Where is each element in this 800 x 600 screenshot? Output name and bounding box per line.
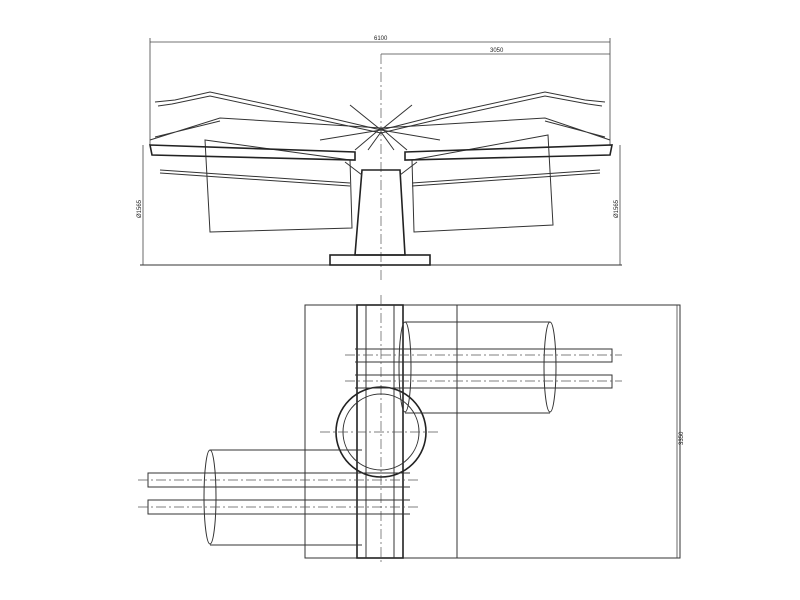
pillar bbox=[354, 169, 406, 256]
pillar-circle bbox=[335, 386, 427, 478]
left-cylinder bbox=[210, 449, 362, 546]
right-cylinder bbox=[405, 321, 550, 414]
base-plate bbox=[329, 254, 431, 266]
dimension-height-right: Ø1565 bbox=[614, 199, 620, 218]
dimension-depth-label: 3350 bbox=[679, 431, 685, 445]
left-beam bbox=[149, 144, 356, 161]
plan-main-beam bbox=[356, 304, 404, 559]
dimension-half-label: 3050 bbox=[490, 48, 504, 54]
left-panel bbox=[204, 139, 353, 233]
dimension-width-label: 6100 bbox=[374, 36, 388, 42]
right-panel bbox=[411, 134, 554, 233]
dimension-height-left: Ø1565 bbox=[137, 199, 143, 218]
right-wing bbox=[380, 91, 606, 134]
left-wing bbox=[154, 91, 382, 134]
plan-view: 3350 bbox=[138, 295, 685, 565]
plan-outline bbox=[304, 304, 681, 559]
elevation-view: 6100 3050 Ø1565 Ø1565 bbox=[137, 36, 622, 282]
right-beam bbox=[404, 144, 613, 161]
left-rods bbox=[147, 472, 410, 515]
right-rods bbox=[355, 348, 613, 389]
